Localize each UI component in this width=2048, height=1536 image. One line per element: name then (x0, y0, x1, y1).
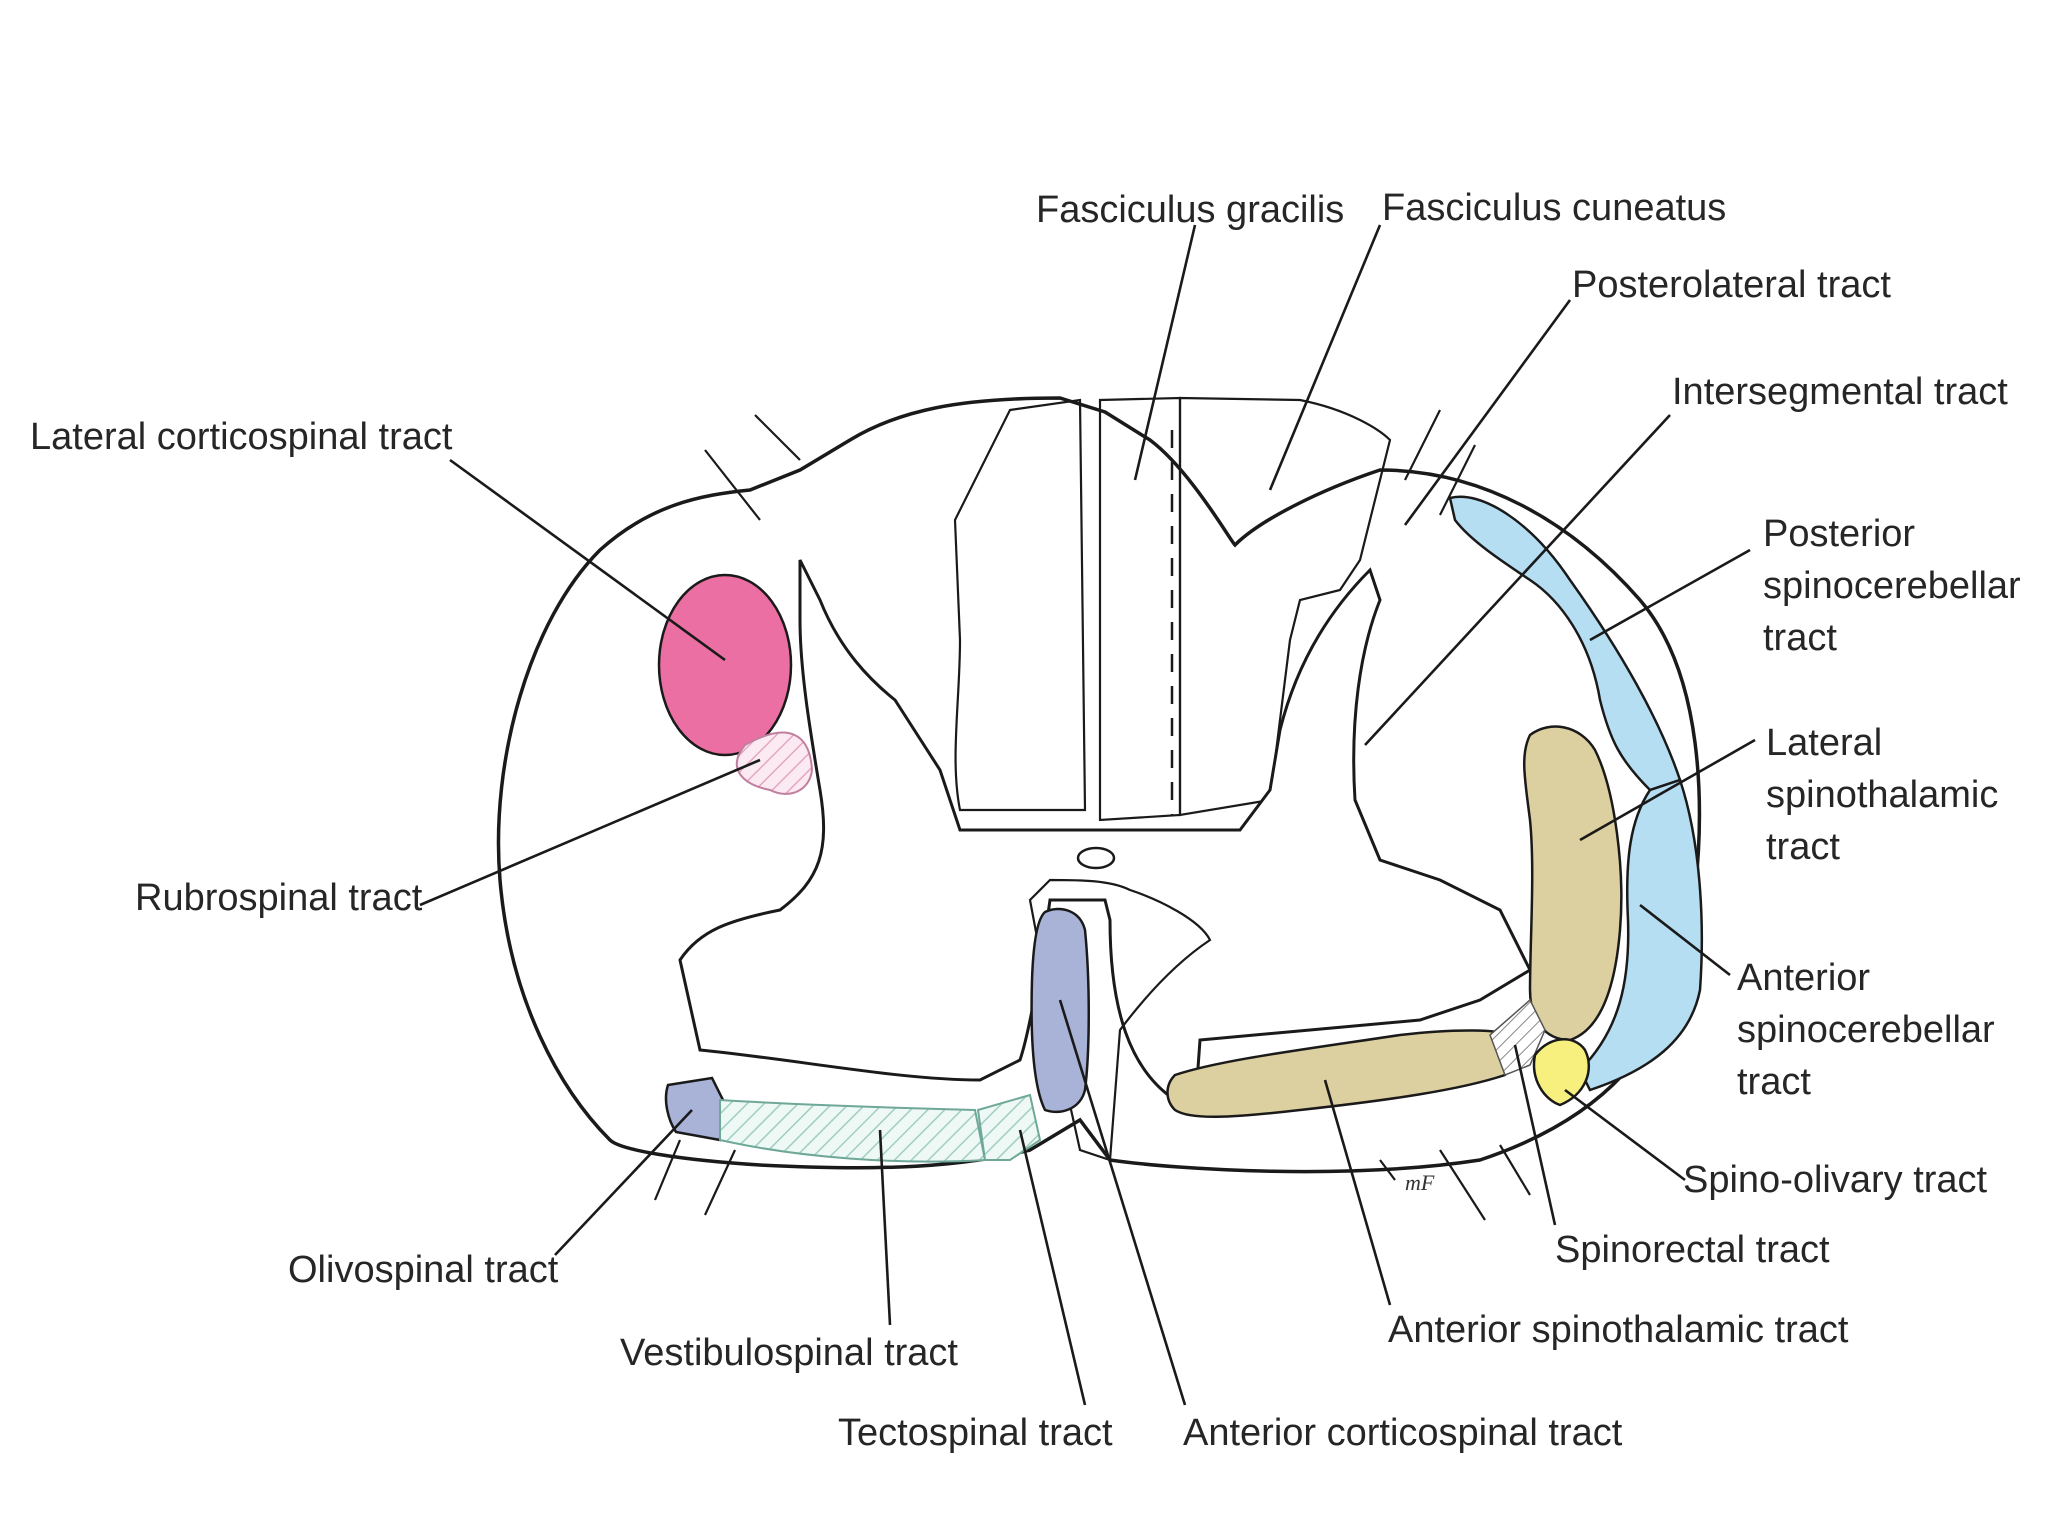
label-fasciculus-cuneatus: Fasciculus cuneatus (1382, 187, 1726, 229)
anterior-spinocerebellar-tract-region (1578, 778, 1704, 1092)
label-anterior-corticospinal-tract: Anterior corticospinal tract (1183, 1412, 1623, 1454)
anterior-root-5 (1379, 1159, 1396, 1181)
vestibulospinal-tract-region (719, 1098, 987, 1163)
olivospinal-tract-region (664, 1076, 725, 1142)
lateral-spinothalamic-tract-region (1522, 725, 1623, 1042)
leader-fasciculus-cuneatus (1268, 224, 1382, 491)
anterior-root-2 (704, 1149, 736, 1216)
spino-olivary-tract-region (1532, 1038, 1591, 1107)
label-lateral-spinothalamic: Lateral spinothalamic tract (1766, 722, 2009, 868)
leader-anterior-spinocerebellar (1639, 903, 1731, 977)
posterior-root-left-2 (704, 449, 761, 521)
spinorectal-tract-region (1489, 998, 1546, 1076)
rubrospinal-tract-region (735, 731, 814, 795)
posterior-spinocerebellar-tract-region (1448, 495, 1682, 792)
leader-posterior-spinocerebellar (1589, 548, 1751, 642)
label-vestibulospinal-tract: Vestibulospinal tract (620, 1332, 958, 1374)
anterior-root-1 (653, 1139, 682, 1201)
anterior-median-fissure (1028, 878, 1212, 1162)
leader-posterolateral-tract (1403, 299, 1572, 526)
label-spinorectal-tract: Spinorectal tract (1555, 1229, 1830, 1271)
leader-lateral-spinothalamic (1579, 738, 1756, 842)
leader-intersegmental-tract (1364, 414, 1671, 746)
label-tectospinal-tract: Tectospinal tract (838, 1412, 1113, 1454)
posterior-root-left (754, 414, 801, 461)
label-rubrospinal-tract: Rubrospinal tract (135, 877, 423, 919)
label-spino-olivary-tract: Spino-olivary tract (1683, 1159, 1988, 1201)
leader-spino-olivary (1564, 1088, 1686, 1182)
leader-anterior-corticospinal (1058, 999, 1187, 1406)
anterior-spinothalamic-tract-region (1166, 1029, 1512, 1118)
label-fasciculus-gracilis: Fasciculus gracilis (1036, 189, 1344, 231)
leader-lines (419, 224, 1756, 1406)
leader-spinorectal (1513, 1044, 1557, 1226)
spinal-cord-outline (496, 396, 1702, 1174)
leader-rubrospinal (419, 758, 761, 907)
label-intersegmental-tract: Intersegmental tract (1672, 371, 2008, 413)
label-posterior-spinocerebellar: Posterior spinocerebellar tract (1763, 513, 2031, 659)
leader-lateral-corticospinal (449, 458, 726, 662)
fasciculus-cuneatus-region (1178, 396, 1392, 817)
central-canal (1076, 846, 1116, 870)
label-anterior-spinocerebellar: Anterior spinocerebellar tract (1737, 957, 2005, 1103)
anterior-corticospinal-tract-region (1030, 907, 1090, 1114)
label-anterior-spinothalamic-tract: Anterior spinothalamic tract (1388, 1309, 1849, 1351)
leader-anterior-spinothalamic (1323, 1079, 1392, 1306)
leader-fasciculus-gracilis (1133, 224, 1197, 481)
anterior-root-3 (1439, 1149, 1486, 1221)
leader-vestibulospinal (878, 1129, 892, 1326)
posterior-root-right (1404, 409, 1441, 481)
anterior-root-4 (1499, 1144, 1531, 1196)
fasciculus-gracilis-left (953, 398, 1087, 812)
leader-tectospinal (1018, 1129, 1087, 1406)
artist-initials: mF (1405, 1170, 1435, 1195)
label-posterolateral-tract: Posterolateral tract (1572, 264, 1891, 306)
posterior-root-right-2 (1439, 444, 1476, 516)
lateral-corticospinal-tract-region (657, 573, 793, 757)
leader-olivospinal (554, 1109, 693, 1256)
gray-matter (678, 559, 1532, 1113)
label-olivospinal-tract: Olivospinal tract (288, 1249, 559, 1291)
label-lateral-corticospinal-tract: Lateral corticospinal tract (30, 416, 453, 458)
